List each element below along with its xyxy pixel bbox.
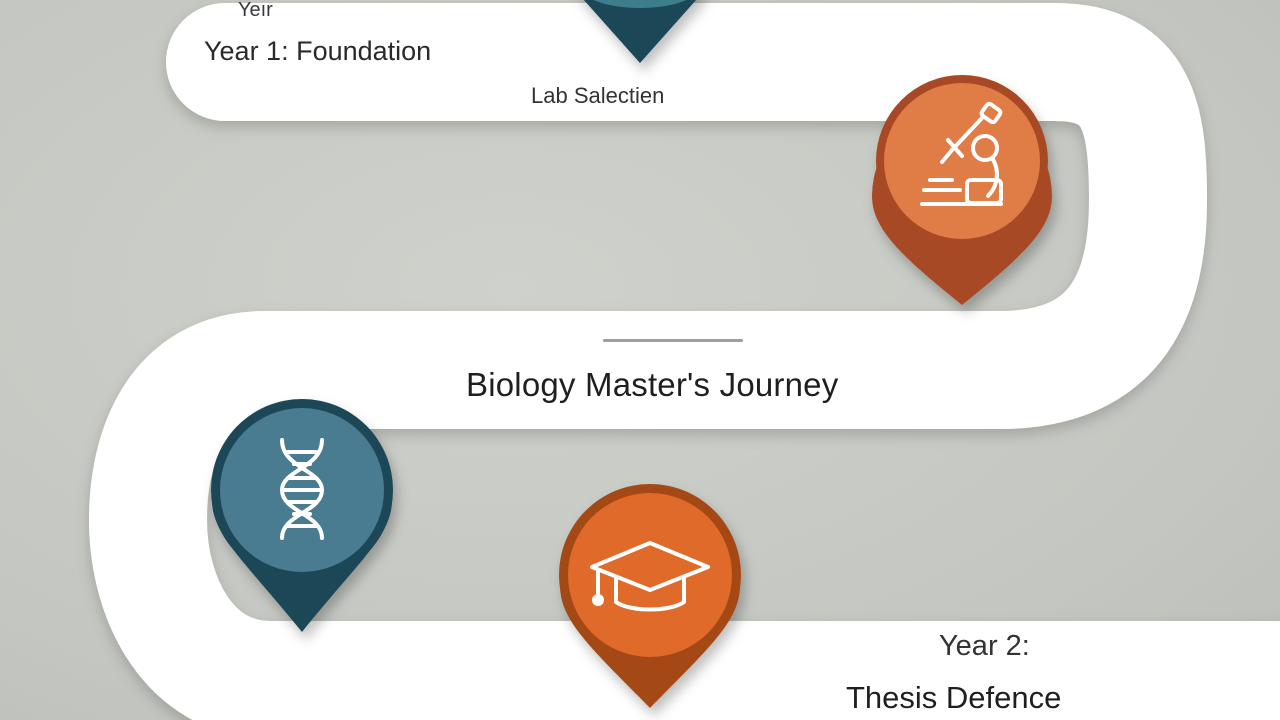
journey-title: Biology Master's Journey bbox=[466, 366, 839, 403]
title-divider bbox=[603, 339, 743, 342]
partial-marker bbox=[583, 0, 697, 63]
microscope-marker bbox=[872, 75, 1052, 305]
graduation-marker bbox=[559, 484, 741, 708]
road-path bbox=[89, 3, 1280, 720]
microscope-icon bbox=[920, 101, 1003, 206]
year-1-label: Year 1: Foundation bbox=[204, 36, 432, 66]
dna-marker bbox=[211, 399, 393, 632]
graduation-cap-icon bbox=[590, 541, 710, 612]
year-2-label: Year 2: bbox=[939, 630, 1030, 662]
lab-selection-label: Lab Salectien bbox=[531, 83, 665, 108]
thesis-defence-label: Thesis Defence bbox=[846, 680, 1062, 715]
dna-icon bbox=[279, 438, 325, 540]
partial-year-label: Yeır bbox=[238, 0, 273, 21]
